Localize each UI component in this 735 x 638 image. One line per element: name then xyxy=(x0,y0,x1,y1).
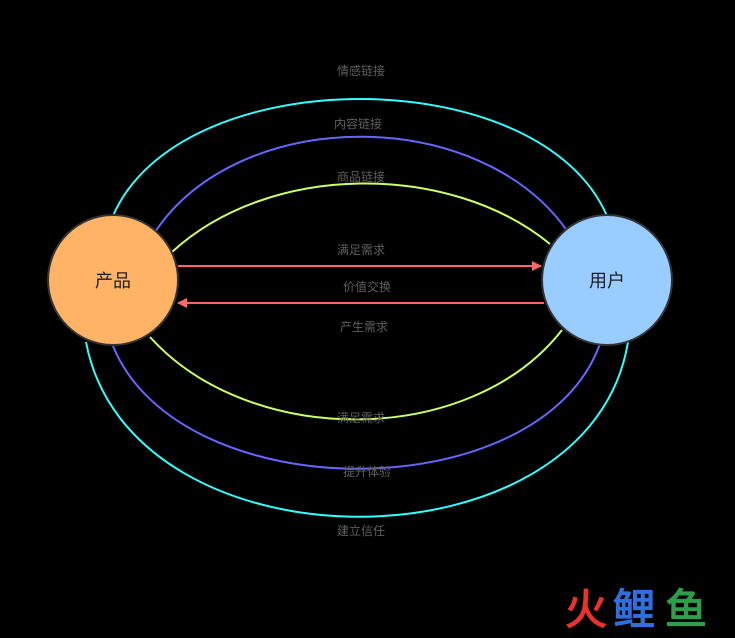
arc-content-link xyxy=(154,135,569,233)
watermark-logo: 火 鲤 鱼 xyxy=(565,585,707,634)
label-meet-needs: 满足需求 xyxy=(337,243,385,257)
label-meet-needs-bottom: 满足需求 xyxy=(337,411,385,425)
label-improve-experience: 提升体验 xyxy=(343,464,391,479)
logo-char-carp: 鲤 xyxy=(613,585,655,634)
node-user: 用户 xyxy=(541,214,673,346)
arc-build-trust xyxy=(85,341,629,518)
label-build-trust: 建立信任 xyxy=(337,523,385,538)
arc-product-link xyxy=(171,182,551,253)
label-content-link: 内容链接 xyxy=(334,116,382,131)
label-generate-needs: 产生需求 xyxy=(340,320,388,334)
node-product: 产品 xyxy=(47,214,179,346)
arc-emotional-link xyxy=(112,98,608,217)
node-product-label: 产品 xyxy=(95,271,131,292)
node-user-label: 用户 xyxy=(589,271,625,292)
logo-char-fish: 鱼 xyxy=(665,585,707,634)
label-emotional-link: 情感链接 xyxy=(337,63,385,78)
arc-meet-needs-bottom xyxy=(149,329,563,421)
label-product-link: 商品链接 xyxy=(337,169,385,184)
logo-char-fire: 火 xyxy=(565,585,607,634)
label-value-exchange: 价值交换 xyxy=(343,279,391,294)
arc-improve-experience xyxy=(112,343,601,470)
